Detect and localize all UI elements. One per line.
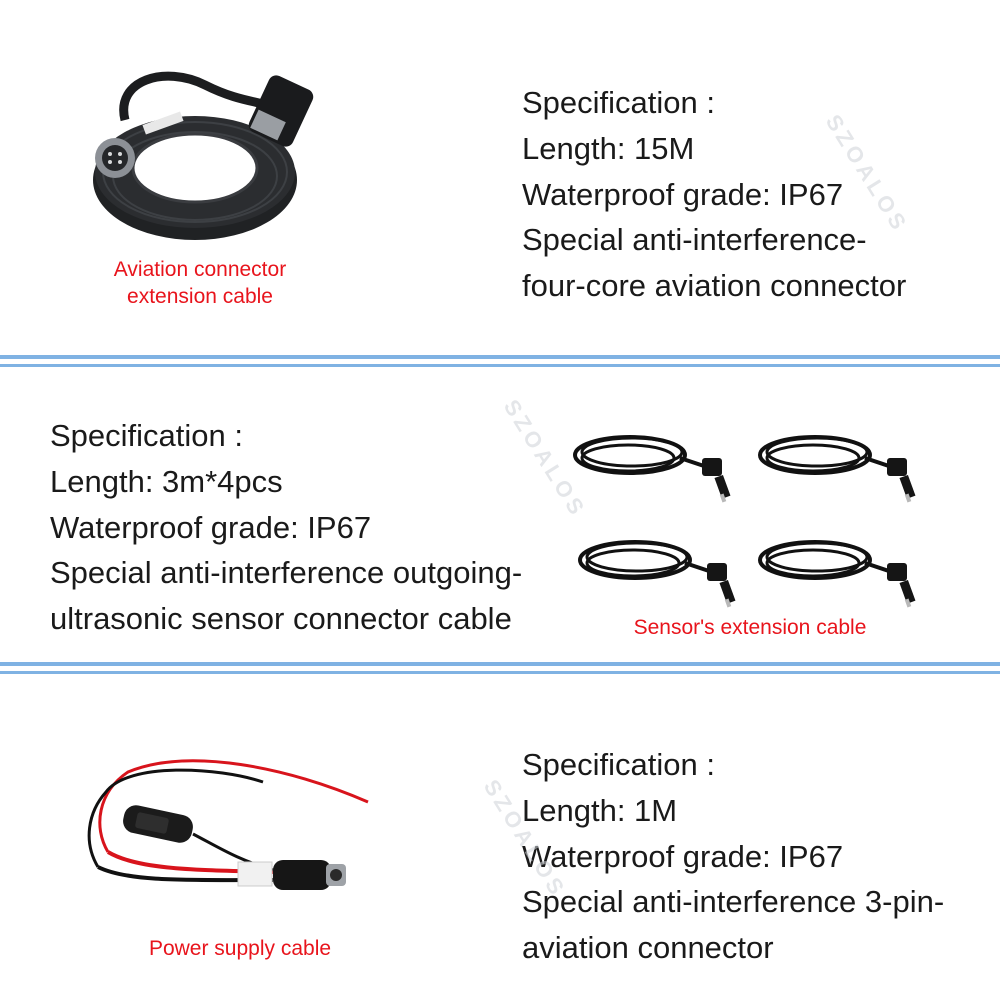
- spec-waterproof: Waterproof grade: IP67: [50, 509, 372, 545]
- spec-detail-2: ultrasonic sensor connector cable: [50, 601, 512, 637]
- sensor-cable-image: [758, 540, 916, 608]
- spec-block-3: Specification : Length: 1M Waterproof gr…: [522, 742, 944, 971]
- spec-length: Length: 3m*4pcs: [50, 463, 283, 499]
- aviation-cable-image: [93, 71, 314, 240]
- power-cable-caption: Power supply cable: [110, 935, 370, 962]
- spec-detail-1: Special anti-interference outgoing-: [50, 555, 523, 591]
- sensor-cable-image: [758, 435, 916, 503]
- spec-detail-2: four-core aviation connector: [522, 268, 907, 304]
- spec-heading: Specification :: [50, 418, 243, 453]
- spec-heading: Specification :: [522, 85, 715, 120]
- spec-block-1: Specification : Length: 15M Waterproof g…: [522, 80, 906, 309]
- sensor-cable-image: [578, 540, 736, 608]
- caption-line: Sensor's extension cable: [633, 616, 867, 639]
- caption-line: extension cable: [127, 285, 273, 308]
- spec-length: Length: 15M: [522, 130, 695, 166]
- spec-length: Length: 1M: [522, 792, 678, 828]
- spec-block-2: Specification : Length: 3m*4pcs Waterpro…: [50, 413, 522, 642]
- spec-heading: Specification :: [522, 747, 715, 782]
- sensor-cable-caption: Sensor's extension cable: [600, 614, 900, 641]
- caption-line: Aviation connector: [113, 258, 287, 281]
- spec-detail-1: Special anti-interference-: [522, 222, 867, 258]
- spec-waterproof: Waterproof grade: IP67: [522, 176, 844, 212]
- caption-line: Power supply cable: [148, 937, 332, 960]
- spec-detail-1: Special anti-interference 3-pin-: [522, 884, 945, 920]
- section-divider: [0, 662, 1000, 674]
- spec-detail-2: aviation connector: [522, 930, 774, 966]
- power-cable-image: [87, 759, 369, 890]
- spec-waterproof: Waterproof grade: IP67: [522, 838, 844, 874]
- aviation-cable-caption: Aviation connector extension cable: [95, 256, 305, 310]
- sensor-cable-image: [573, 435, 731, 503]
- section-divider: [0, 355, 1000, 367]
